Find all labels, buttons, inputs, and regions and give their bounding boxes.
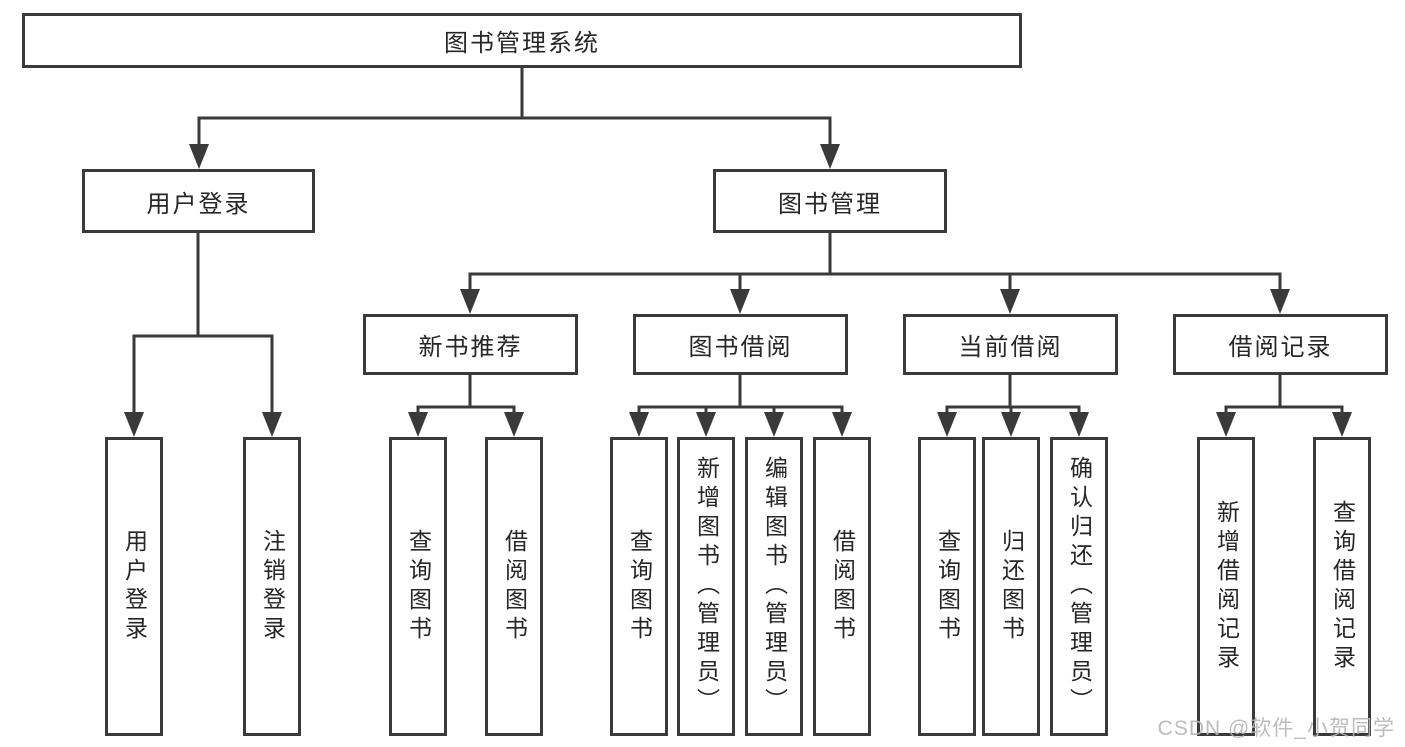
leaf-return-books-label: 归还图书 — [998, 528, 1025, 645]
leaf-logout: 注销登录 — [243, 437, 301, 736]
leaf-user-login-label: 用户登录 — [121, 528, 148, 645]
leaf-add-book-admin: 新增图书（管理员） — [677, 437, 735, 736]
leaf-confirm-return-admin: 确认归还（管理员） — [1050, 437, 1108, 736]
leaf-return-books: 归还图书 — [982, 437, 1040, 736]
leaf-query-books-borrow-label: 查询图书 — [626, 528, 653, 645]
leaf-query-borrow-record-label: 查询借阅记录 — [1329, 499, 1356, 674]
node-book-management: 图书管理 — [713, 169, 947, 233]
leaf-query-books-recommend-label: 查询图书 — [405, 528, 432, 645]
node-borrow-records: 借阅记录 — [1173, 314, 1388, 375]
leaf-query-books-current-label: 查询图书 — [934, 528, 961, 645]
node-user-login-label: 用户登录 — [146, 190, 251, 218]
leaf-query-books-recommend: 查询图书 — [389, 437, 447, 736]
node-current-borrow: 当前借阅 — [903, 314, 1118, 375]
leaf-query-borrow-record: 查询借阅记录 — [1313, 437, 1371, 736]
leaf-query-books-borrow: 查询图书 — [610, 437, 668, 736]
connector-lines — [132, 66, 1344, 420]
leaf-add-borrow-record: 新增借阅记录 — [1197, 437, 1255, 736]
node-book-borrow-label: 图书借阅 — [688, 334, 793, 361]
leaf-user-login: 用户登录 — [105, 437, 163, 736]
leaf-edit-book-admin-label: 编辑图书（管理员） — [761, 456, 788, 717]
node-new-book-recommend: 新书推荐 — [363, 314, 578, 375]
arrowheads — [124, 144, 1352, 437]
node-user-login: 用户登录 — [82, 169, 315, 233]
leaf-add-book-admin-label: 新增图书（管理员） — [693, 456, 720, 717]
node-library-system-label: 图书管理系统 — [444, 30, 600, 57]
leaf-borrow-books-2-label: 借阅图书 — [829, 528, 856, 645]
leaf-edit-book-admin: 编辑图书（管理员） — [745, 437, 803, 736]
node-borrow-records-label: 借阅记录 — [1228, 334, 1333, 361]
node-current-borrow-label: 当前借阅 — [958, 334, 1063, 361]
node-book-management-label: 图书管理 — [778, 190, 882, 218]
node-library-system: 图书管理系统 — [22, 13, 1022, 68]
leaf-query-books-current: 查询图书 — [918, 437, 976, 736]
leaf-logout-label: 注销登录 — [259, 528, 286, 645]
leaf-borrow-books-2: 借阅图书 — [813, 437, 871, 736]
leaf-add-borrow-record-label: 新增借阅记录 — [1213, 499, 1240, 674]
leaf-borrow-books-recommend-label: 借阅图书 — [501, 528, 528, 645]
leaf-borrow-books-recommend: 借阅图书 — [485, 437, 543, 736]
node-new-book-recommend-label: 新书推荐 — [418, 334, 523, 361]
node-book-borrow: 图书借阅 — [633, 314, 848, 375]
leaf-confirm-return-admin-label: 确认归还（管理员） — [1066, 456, 1093, 717]
